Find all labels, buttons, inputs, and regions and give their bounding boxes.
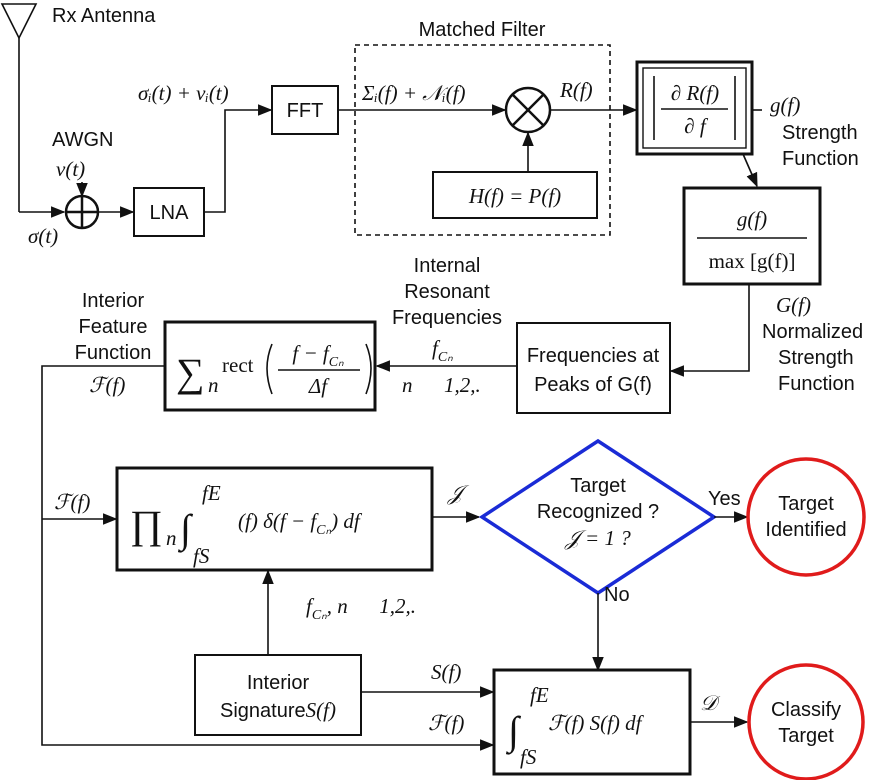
interior-label-1: Interior (82, 290, 145, 312)
normalized-label-2: Strength (778, 347, 854, 369)
awgn-label: AWGN (52, 129, 113, 151)
decision-label-2: Recognized ? (537, 501, 659, 523)
product-subscript: n (166, 526, 177, 550)
rect-denominator: Δf (308, 374, 330, 398)
F-f-label-2: ℱ(f) (54, 490, 90, 514)
noise-label: ν(t) (56, 157, 85, 181)
F-f-label: ℱ(f) (89, 373, 125, 397)
F-f-label-3: ℱ(f) (428, 711, 464, 735)
peaks-block (516, 322, 671, 414)
J-label: 𝒥 (447, 481, 470, 505)
classify-lower: fS (520, 745, 537, 769)
signature-block (194, 654, 362, 736)
interior-label-2: Feature (79, 316, 148, 338)
strength-label: Strength (782, 122, 858, 144)
normalize-denominator: max [g(f)] (709, 249, 796, 273)
internal-label-1: Internal (414, 255, 481, 277)
matched-filter-label: Matched Filter (419, 19, 546, 41)
signature-label-2: SignatureS(f) (220, 698, 336, 722)
no-label: No (604, 584, 630, 606)
wire-derivative-normalize (742, 153, 758, 188)
D-label: 𝒟 (700, 691, 721, 715)
peaks-label-2: Peaks of G(f) (534, 374, 652, 396)
sum-symbol: ∑ (176, 350, 205, 395)
peaks-label-1: Frequencies at (527, 345, 660, 367)
normalized-label-1: Normalized (762, 321, 863, 343)
internal-label-3: Frequencies (392, 307, 502, 329)
multiplier-icon (504, 86, 552, 134)
product-integral: ∫ (177, 506, 194, 553)
normalized-label-3: Function (778, 373, 855, 395)
classify-label-2: Target (778, 725, 834, 747)
classify-upper: fE (530, 683, 549, 707)
derivative-block (635, 60, 754, 156)
target-identified-terminal (746, 457, 866, 577)
rx-antenna-label: Rx Antenna (52, 5, 156, 27)
classify-body: ℱ(f) S(f) df (548, 711, 645, 735)
normalize-block (682, 186, 822, 286)
fft-block (271, 85, 339, 135)
classify-label-1: Classify (771, 699, 841, 721)
matched-filter-box (354, 44, 611, 236)
lna-label: LNA (150, 202, 190, 224)
G-f-label: G(f) (776, 293, 811, 317)
sum-subscript: n (208, 373, 219, 397)
summer-icon (64, 194, 100, 230)
sigma-label: σ(t) (28, 224, 58, 248)
fft-input-label: σᵢ(t) + νᵢ(t) (138, 81, 229, 105)
identified-label-1: Target (778, 493, 834, 515)
classify-integral: ∫ (505, 708, 522, 755)
mf-input-label: Σᵢ(f) + 𝒩ᵢ(f) (361, 81, 466, 105)
rect-numerator: f − fCₙ (292, 341, 344, 370)
decision-label-1: Target (570, 475, 626, 497)
decision-label-3: 𝒥 = 1 ? (564, 526, 631, 550)
internal-label-2: Resonant (404, 281, 490, 303)
n-range-label: n 1,2,. (402, 373, 481, 397)
S-f-label: S(f) (431, 660, 461, 684)
product-block (115, 466, 434, 572)
h-filter-block (432, 171, 598, 219)
derivative-numerator: ∂ R(f) (671, 81, 719, 105)
r-f-label: R(f) (559, 78, 593, 102)
interior-label-3: Function (75, 342, 152, 364)
fcn-list-label: fCₙ, n 1,2,. (306, 594, 416, 623)
wire-feature-classify (41, 365, 495, 751)
product-symbol: ∏ (130, 502, 163, 547)
wire-normalize-peaks (669, 284, 750, 377)
normalize-numerator: g(f) (737, 207, 767, 231)
classify-target-terminal (747, 663, 865, 780)
sum-rect-block (163, 320, 377, 412)
derivative-denominator: ∂ f (684, 114, 709, 138)
identified-label-2: Identified (765, 519, 846, 541)
function-label: Function (782, 148, 859, 170)
product-body: (f) δ(f − fCₙ) df (238, 509, 363, 538)
rect-label: rect (222, 353, 254, 377)
signature-label-1: Interior (247, 672, 310, 694)
yes-label: Yes (708, 488, 741, 510)
wire-lna-fft (204, 104, 273, 213)
antenna-icon (0, 3, 38, 212)
product-upper: fE (202, 481, 221, 505)
fft-label: FFT (287, 100, 324, 122)
product-lower: fS (193, 544, 210, 568)
g-f-label: g(f) (770, 93, 800, 117)
fcn-label: fCₙ (432, 336, 453, 365)
h-filter-label: H(f) = P(f) (468, 184, 561, 208)
